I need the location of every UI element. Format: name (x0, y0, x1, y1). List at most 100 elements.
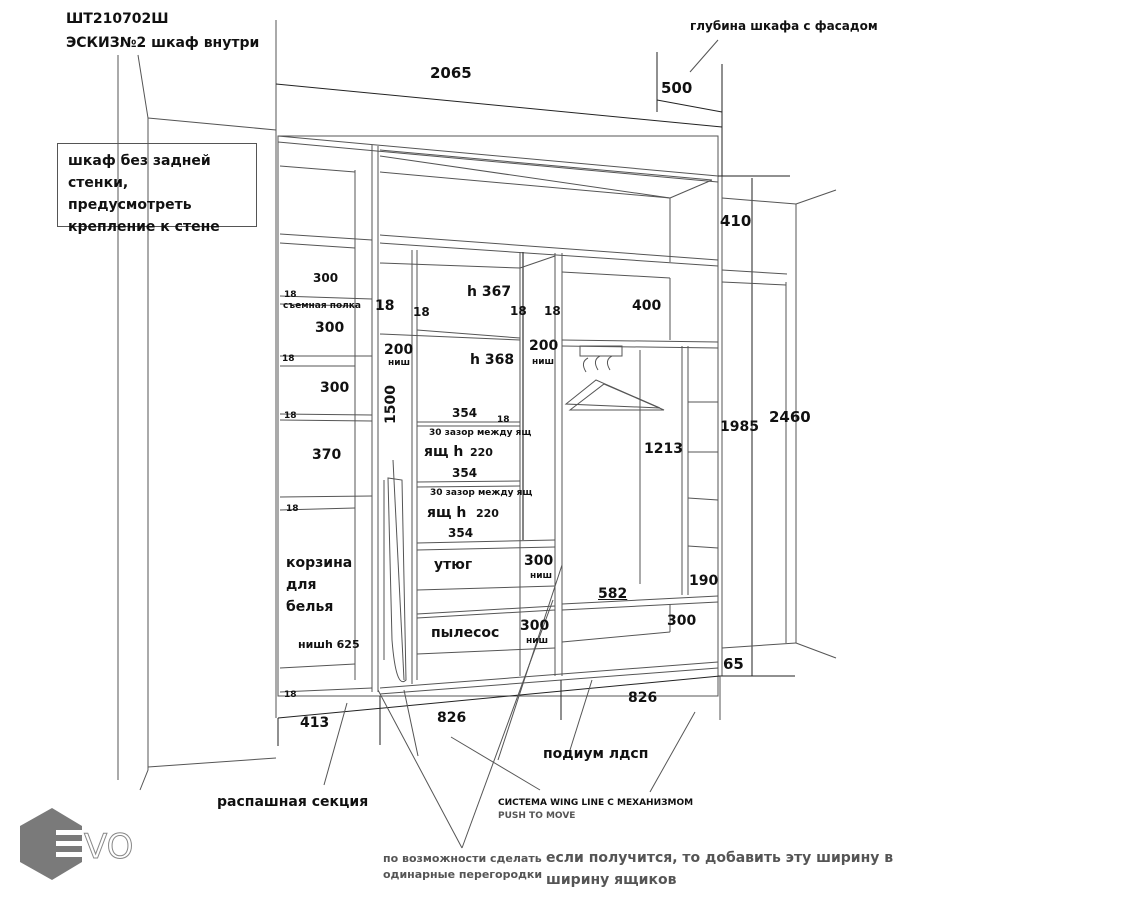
ironing-height: 1500 (383, 385, 399, 424)
leader-podium (569, 679, 593, 751)
partition-note: по возможности сделать (383, 852, 542, 865)
evo-logo-icon: VO (20, 808, 134, 880)
note-line: шкаф без задней (68, 153, 211, 169)
shelf (279, 165, 356, 173)
hanging-height: 1213 (644, 441, 683, 457)
dim-plinth: 65 (723, 655, 744, 673)
leader-partition (461, 599, 554, 849)
shelf (416, 585, 556, 591)
floor-line (721, 642, 797, 649)
podium-label: подиум лдсп (543, 746, 649, 762)
shelf (279, 295, 373, 300)
ironing-board (392, 459, 405, 681)
shelf (561, 601, 719, 611)
drawing-code: ШТ210702Ш (66, 11, 169, 27)
wing-line-label: СИСТЕМА WING LINE С МЕХАНИЗМОМ (498, 798, 694, 808)
shelf-thickness: 18 (284, 290, 297, 300)
partition-thickness: 18 (510, 304, 527, 318)
side-shelf (687, 545, 719, 549)
drawer-label: ящ h (427, 505, 467, 521)
drawer-shelf-thickness: 18 (497, 415, 510, 425)
leader-depth (689, 39, 719, 73)
shelf (416, 647, 556, 655)
partition-top (519, 255, 556, 269)
shelf (561, 271, 671, 279)
ironing-board (387, 477, 407, 683)
niche-height: нишh 625 (298, 638, 360, 651)
shelf (279, 495, 373, 498)
drawer-height: 220 (476, 507, 499, 520)
leader-partition (403, 689, 419, 757)
middle-section-width: 826 (437, 710, 467, 726)
drawer-width: 354 (452, 406, 478, 420)
niche-word: ниш (526, 636, 549, 646)
leader-partition (497, 564, 563, 761)
shelf (416, 609, 556, 619)
bottom-panel (379, 667, 719, 695)
drawer-line (416, 485, 521, 488)
note-box: шкаф без задней стенки, предусмотреть кр… (57, 143, 257, 235)
left-section-width: 413 (300, 715, 330, 731)
dim-depth: 500 (661, 79, 693, 97)
shelf-height: 370 (312, 447, 342, 463)
vacuum-label: пылесос (431, 625, 500, 641)
niche-depth: 200 (384, 342, 414, 358)
basket-label: для (286, 577, 317, 593)
dim-line-2065 (275, 83, 723, 128)
shelf (379, 234, 719, 261)
drawer-height: 220 (470, 446, 493, 459)
bottom-height: 300 (667, 613, 697, 629)
shelf (379, 262, 521, 269)
partition-thickness: 18 (413, 305, 430, 319)
wall-top-line (147, 117, 277, 131)
dim-top-gap: 410 (720, 212, 752, 230)
shelf (379, 333, 521, 341)
door-frame (721, 269, 788, 275)
shelf (561, 595, 719, 605)
shelf-thickness: 18 (284, 690, 297, 700)
door-frame (721, 281, 787, 286)
wall-line (721, 197, 797, 205)
shelf (279, 242, 356, 249)
shelf (279, 687, 373, 693)
basket-label: белья (286, 599, 334, 615)
bottom-panel (379, 661, 719, 689)
partition-thickness: 18 (544, 304, 561, 318)
shelf (416, 329, 521, 339)
top-panel (277, 135, 719, 177)
removable-shelf-label: съемная полка (283, 301, 361, 311)
shelf-height: 300 (320, 380, 350, 396)
wall-line (137, 54, 149, 791)
add-width-note: ширину ящиков (546, 872, 677, 888)
basket-label: корзина (286, 555, 353, 571)
dim-line-bottom (277, 675, 721, 719)
dim-inner-height: 1985 (720, 419, 759, 435)
shelf (279, 303, 356, 307)
push-to-move-label: PUSH TO MOVE (498, 811, 576, 821)
shelf-thickness: 18 (284, 411, 297, 421)
add-width-note: если получится, то добавить эту ширину в (546, 850, 894, 866)
second-compartment-height: h 368 (470, 352, 515, 368)
dim-line-500 (656, 99, 723, 113)
side-shelf (687, 497, 719, 501)
drawer-width: 354 (448, 526, 474, 540)
evo-logo: VO (18, 808, 158, 880)
shelf (279, 413, 373, 416)
top-panel (669, 179, 713, 199)
note-line: крепление к стене (68, 219, 220, 235)
swing-section-caption: распашная секция (217, 794, 369, 810)
wall-line (795, 189, 837, 205)
drawing-subtitle: ЭСКИЗ№2 шкаф внутри (66, 35, 260, 51)
shelf (279, 233, 373, 241)
leader-partition (377, 689, 463, 849)
top-compartment-height: h 367 (467, 284, 512, 300)
top-panel (379, 149, 713, 181)
niche-300: 300 (520, 618, 550, 634)
shelf-height: 300 (315, 320, 345, 336)
shelf-height: 300 (313, 271, 339, 285)
drawer-width: 354 (452, 466, 478, 480)
gap-note: 30 зазор между ящ (429, 428, 532, 438)
drawer-line (416, 480, 521, 483)
dim-width: 2065 (430, 64, 472, 82)
